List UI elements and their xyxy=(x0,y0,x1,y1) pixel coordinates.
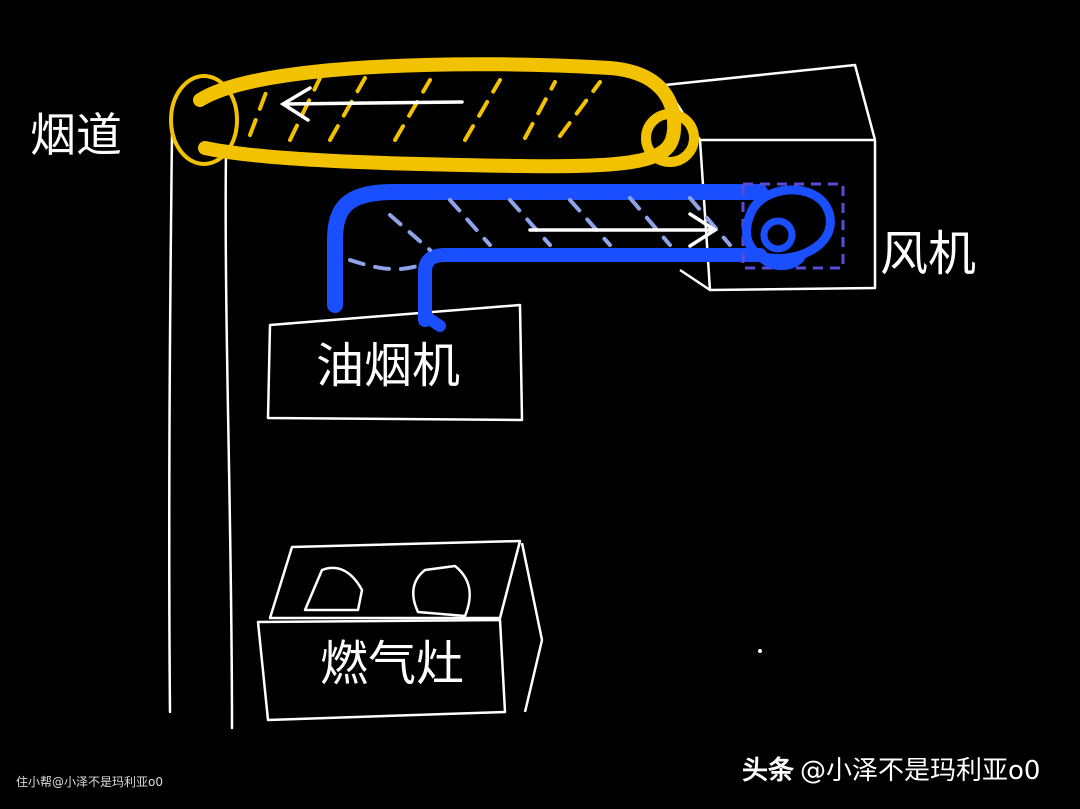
watermark-brand: 头条 xyxy=(742,756,795,786)
supply-arrow xyxy=(528,212,719,248)
gas-stove xyxy=(256,539,544,722)
fan-unit xyxy=(741,182,845,271)
stray-dot xyxy=(758,649,762,653)
gas-stove-label: 燃气灶 xyxy=(320,636,465,692)
flue-outlet-ring xyxy=(641,109,699,167)
flue-inlet-ring xyxy=(169,74,239,166)
watermark-user: @小泽不是玛利亚o0 xyxy=(800,756,1041,786)
watermark-small: 住小帮@小泽不是玛利亚o0 xyxy=(16,775,163,789)
range-hood-box xyxy=(266,303,524,422)
supply-duct xyxy=(327,184,768,332)
flue-duct xyxy=(169,57,699,174)
supply-stripes xyxy=(348,196,732,272)
flue-label: 烟道 xyxy=(30,108,122,162)
flue-arrow xyxy=(279,86,464,122)
wall-shaft xyxy=(167,133,234,730)
fan-label: 风机 xyxy=(880,226,977,282)
flue-stripes xyxy=(248,76,602,142)
range-hood-label: 油烟机 xyxy=(316,338,461,394)
